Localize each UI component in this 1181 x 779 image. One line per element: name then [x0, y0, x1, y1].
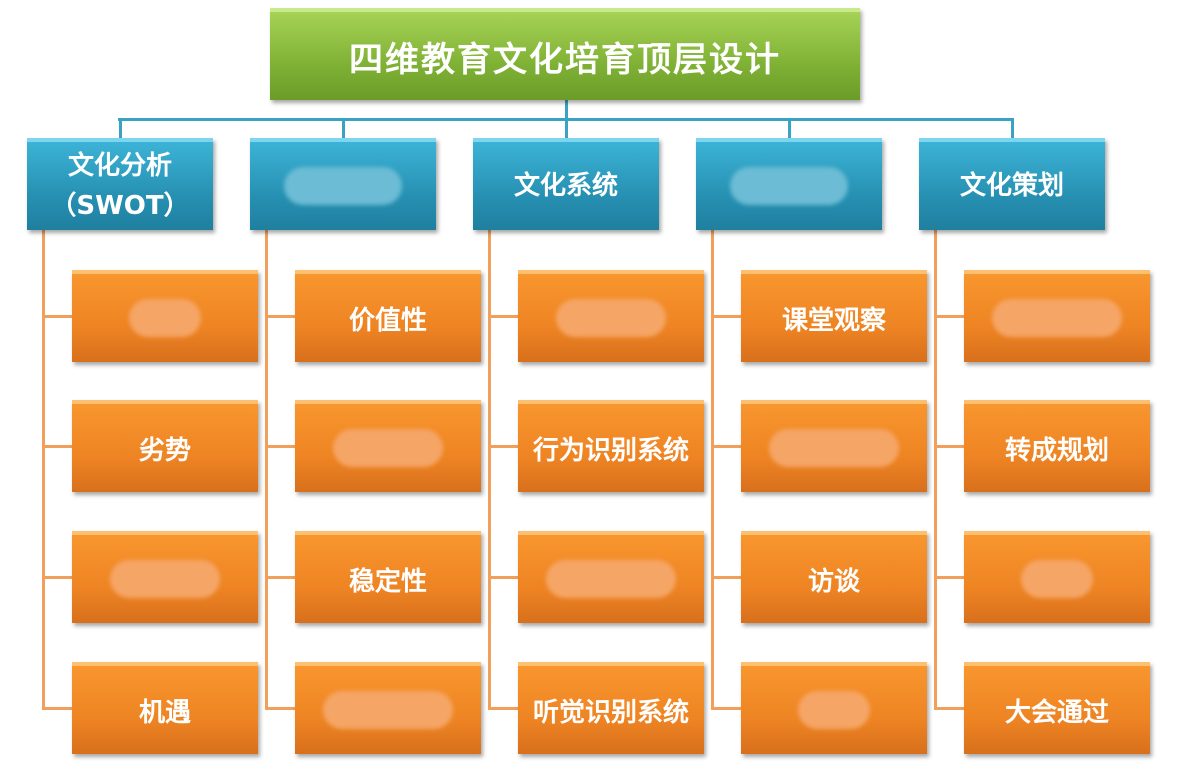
- category-box[interactable]: [696, 138, 882, 230]
- item-box[interactable]: [964, 270, 1150, 362]
- connector: [934, 707, 966, 710]
- item-box[interactable]: 稳定性: [295, 531, 481, 623]
- connector: [342, 118, 345, 140]
- item-box[interactable]: [518, 531, 704, 623]
- connector: [934, 315, 966, 318]
- redacted-text: [284, 167, 402, 205]
- redacted-text: [323, 691, 453, 729]
- category-box[interactable]: 文化策划: [919, 138, 1105, 230]
- connector: [265, 445, 297, 448]
- connector: [934, 576, 966, 579]
- item-box[interactable]: [741, 662, 927, 754]
- redacted-text: [333, 429, 443, 467]
- category-box[interactable]: 文化系统: [473, 138, 659, 230]
- diagram-title: 四维教育文化培育顶层设计: [270, 8, 860, 100]
- item-box[interactable]: [72, 531, 258, 623]
- item-label: 稳定性: [348, 566, 427, 597]
- connector: [265, 315, 297, 318]
- connector: [265, 576, 297, 579]
- item-label: 大会通过: [1004, 697, 1109, 728]
- item-box[interactable]: [741, 400, 927, 492]
- item-label: 行为识别系统: [532, 435, 689, 466]
- connector: [488, 576, 520, 579]
- connector: [711, 230, 714, 708]
- connector: [488, 445, 520, 448]
- category-box[interactable]: [250, 138, 436, 230]
- connector: [119, 118, 122, 140]
- item-box[interactable]: [295, 662, 481, 754]
- connector: [711, 445, 743, 448]
- connector: [788, 118, 791, 140]
- redacted-text: [129, 299, 201, 337]
- connector: [265, 230, 268, 708]
- item-box[interactable]: [72, 270, 258, 362]
- redacted-text: [556, 299, 666, 337]
- item-box[interactable]: 听觉识别系统: [518, 662, 704, 754]
- redacted-text: [1021, 560, 1093, 598]
- item-box[interactable]: [964, 531, 1150, 623]
- item-label: 访谈: [807, 566, 860, 597]
- connector: [711, 315, 743, 318]
- category-box[interactable]: 文化分析 （SWOT）: [27, 138, 213, 230]
- item-box[interactable]: 劣势: [72, 400, 258, 492]
- item-box[interactable]: [518, 270, 704, 362]
- item-box[interactable]: 课堂观察: [741, 270, 927, 362]
- redacted-text: [110, 560, 220, 598]
- redacted-text: [546, 560, 676, 598]
- item-label: 听觉识别系统: [532, 697, 689, 728]
- connector: [934, 230, 937, 708]
- connector: [488, 230, 491, 708]
- item-box[interactable]: 访谈: [741, 531, 927, 623]
- item-box[interactable]: 行为识别系统: [518, 400, 704, 492]
- category-label: （SWOT）: [50, 191, 190, 221]
- connector: [488, 707, 520, 710]
- connector: [42, 315, 74, 318]
- item-label: 机遇: [138, 697, 191, 728]
- connector: [565, 118, 568, 140]
- connector: [42, 230, 45, 708]
- item-label: 劣势: [138, 435, 191, 466]
- item-label: 课堂观察: [781, 305, 886, 336]
- category-label: 文化策划: [959, 171, 1064, 201]
- redacted-text: [730, 167, 848, 205]
- category-label: 文化系统: [513, 171, 618, 201]
- item-box[interactable]: 价值性: [295, 270, 481, 362]
- category-label: 文化分析: [67, 151, 172, 181]
- item-label: 价值性: [348, 305, 427, 336]
- item-box[interactable]: 转成规划: [964, 400, 1150, 492]
- item-label: 转成规划: [1004, 435, 1109, 466]
- connector: [42, 707, 74, 710]
- connector: [488, 315, 520, 318]
- item-box[interactable]: [295, 400, 481, 492]
- connector: [711, 576, 743, 579]
- connector: [934, 445, 966, 448]
- redacted-text: [769, 429, 899, 467]
- connector: [265, 707, 297, 710]
- connector: [711, 707, 743, 710]
- connector: [565, 100, 568, 120]
- redacted-text: [798, 691, 870, 729]
- connector: [42, 576, 74, 579]
- item-box[interactable]: 机遇: [72, 662, 258, 754]
- connector: [42, 445, 74, 448]
- connector: [1011, 118, 1014, 140]
- redacted-text: [992, 299, 1122, 337]
- item-box[interactable]: 大会通过: [964, 662, 1150, 754]
